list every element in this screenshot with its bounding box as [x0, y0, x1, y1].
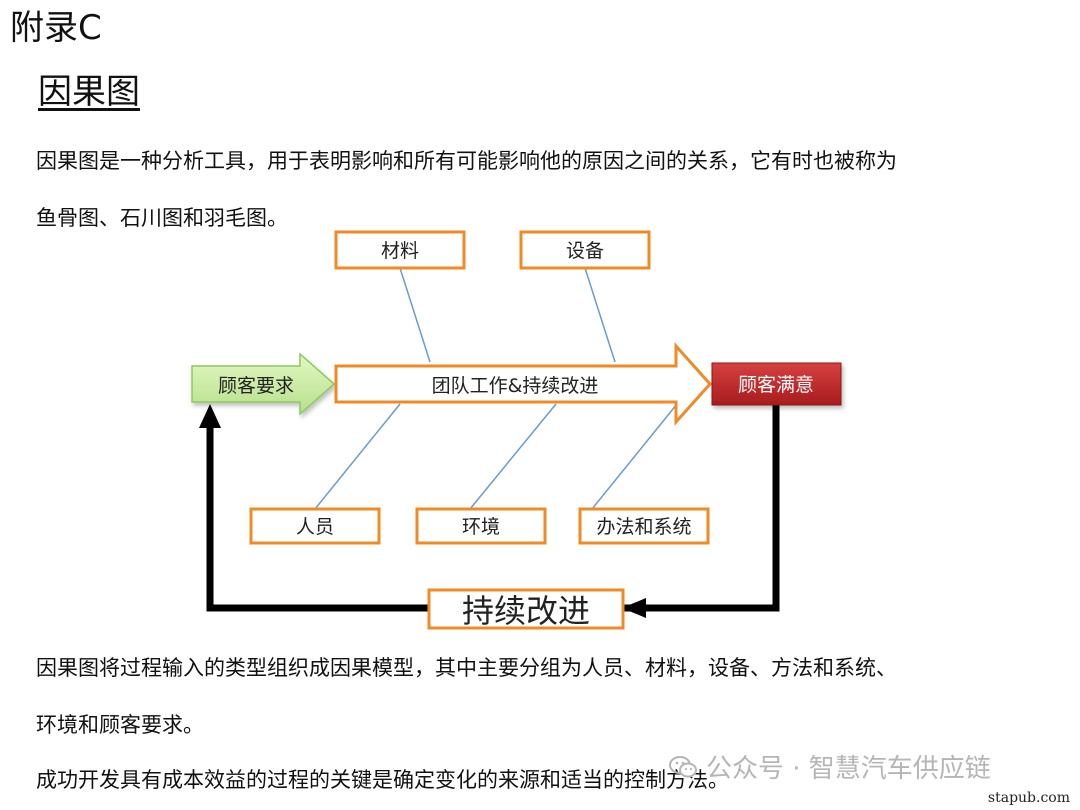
bone-materials	[399, 267, 431, 363]
spine-label: 团队工作&持续改进	[432, 375, 599, 397]
cause-box-materials	[334, 230, 466, 270]
cause-box-people	[249, 507, 381, 545]
bone-equipment	[584, 267, 616, 363]
cause-box-equipment	[519, 230, 651, 270]
loop-arrow-head-left	[622, 598, 646, 618]
bone-methods	[591, 403, 678, 510]
body-line-1: 因果图将过程输入的类型组织成因果模型，其中主要分组为人员、材料，设备、方法和系统…	[36, 656, 897, 680]
loop-box	[427, 588, 625, 630]
cause-box-methods	[578, 507, 710, 545]
input-arrow	[191, 352, 336, 416]
intro-line-1: 因果图是一种分析工具，用于表明影响和所有可能影响他的原因之间的关系，它有时也被称…	[36, 149, 897, 173]
bone-people	[314, 403, 401, 510]
loop-label: 持续改进	[462, 592, 590, 630]
cause-label-equipment: 设备	[566, 240, 604, 262]
loop-arrow-head-up	[199, 404, 221, 428]
cause-label-environment: 环境	[462, 516, 500, 538]
cause-label-methods: 办法和系统	[596, 516, 691, 538]
watermark-text: 公众号 · 智慧汽车供应链	[706, 754, 991, 784]
cause-box-environment	[415, 507, 547, 545]
wechat-icon	[669, 755, 697, 777]
output-box	[711, 362, 842, 406]
loop-arrow-line	[206, 404, 780, 612]
site-watermark: stapub.com	[987, 790, 1070, 806]
spine-arrow	[334, 342, 713, 426]
cause-label-people: 人员	[296, 516, 334, 538]
intro-line-2: 鱼骨图、石川图和羽毛图。	[36, 206, 288, 230]
bone-environment	[469, 403, 557, 510]
body-line-2: 环境和顾客要求。	[36, 713, 204, 737]
output-label: 顾客满意	[738, 374, 814, 396]
body-line-3: 成功开发具有成本效益的过程的关键是确定变化的来源和适当的控制方法。	[36, 768, 729, 792]
watermark: 公众号 · 智慧汽车供应链	[668, 748, 991, 785]
section-title: 因果图	[38, 72, 140, 112]
appendix-heading: 附录C	[10, 8, 102, 48]
input-label: 顾客要求	[218, 375, 294, 397]
cause-label-materials: 材料	[381, 240, 419, 262]
